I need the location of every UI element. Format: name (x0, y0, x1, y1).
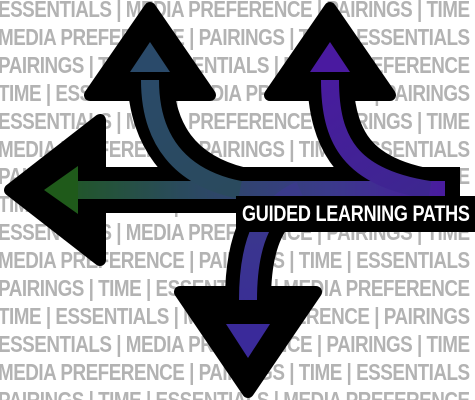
background-text-line: ESSENTIALS | MEDIA PREFERENCE | PAIRINGS… (0, 0, 470, 22)
banner-title: GUIDED LEARNING PATHS (242, 201, 470, 226)
title-banner (236, 196, 475, 232)
arrowheads-fill (44, 42, 350, 358)
background-text-line: PAIRINGS | TIME | ESSENTIALS | MEDIA PRE… (0, 386, 470, 400)
arrows-fill (70, 79, 445, 301)
